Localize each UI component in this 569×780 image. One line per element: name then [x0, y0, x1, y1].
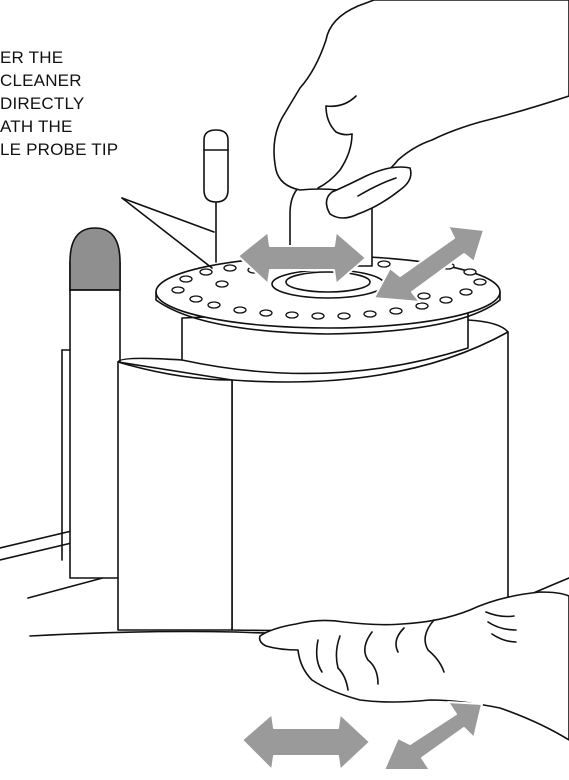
probe-tower — [70, 228, 120, 578]
hand-icon — [274, 0, 569, 266]
sample-probe — [204, 130, 228, 262]
double-arrow-icon — [242, 714, 370, 770]
tower-cap — [70, 228, 120, 290]
double-arrow-icon — [384, 702, 482, 770]
callout-leader-lines — [122, 198, 214, 268]
